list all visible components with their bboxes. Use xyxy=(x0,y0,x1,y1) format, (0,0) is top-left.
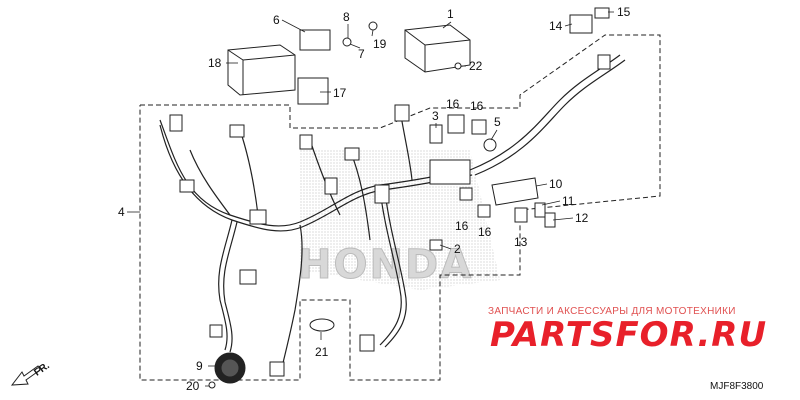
watermark-tagline: ЗАПЧАСТИ И АКСЕССУАРЫ ДЛЯ МОТОТЕХНИКИ xyxy=(488,306,736,317)
callout-16d: 16 xyxy=(478,225,492,239)
callout-3: 3 xyxy=(432,109,439,123)
leader-lines xyxy=(127,11,614,387)
callout-20: 20 xyxy=(186,379,200,393)
callout-17: 17 xyxy=(333,86,347,100)
callout-11: 11 xyxy=(562,194,575,208)
diagram-code: MJF8F3800 xyxy=(710,381,764,392)
callout-1: 1 xyxy=(447,7,454,21)
callout-6: 6 xyxy=(273,13,280,27)
callout-18: 18 xyxy=(208,56,222,70)
stipple-shading xyxy=(300,150,500,290)
callout-8: 8 xyxy=(343,10,350,24)
front-arrow-icon xyxy=(10,365,41,386)
connectors xyxy=(169,54,611,377)
callout-16a: 16 xyxy=(446,97,460,111)
callout-22: 22 xyxy=(469,59,483,73)
callout-9: 9 xyxy=(196,359,203,373)
callout-14: 14 xyxy=(549,19,563,33)
callout-labels: 1 2 3 4 5 6 7 8 9 10 11 12 13 14 15 16 1… xyxy=(118,5,631,393)
callout-15: 15 xyxy=(617,5,631,19)
callout-16c: 16 xyxy=(455,219,469,233)
callout-7: 7 xyxy=(358,47,365,61)
watermark-brand: PARTSFOR.RU xyxy=(490,315,768,355)
callout-2: 2 xyxy=(454,242,461,256)
callout-10: 10 xyxy=(549,177,563,191)
honda-logo: HONDA xyxy=(298,242,473,288)
callout-4: 4 xyxy=(118,205,125,219)
wire-harness xyxy=(159,54,626,376)
group-outline xyxy=(139,34,661,381)
callout-16b: 16 xyxy=(470,99,484,113)
callout-13: 13 xyxy=(514,235,528,249)
callout-21: 21 xyxy=(315,345,329,359)
callout-19: 19 xyxy=(373,37,387,51)
part-ecu xyxy=(227,44,296,96)
components xyxy=(208,7,610,389)
callout-12: 12 xyxy=(575,211,589,225)
callout-5: 5 xyxy=(494,115,501,129)
